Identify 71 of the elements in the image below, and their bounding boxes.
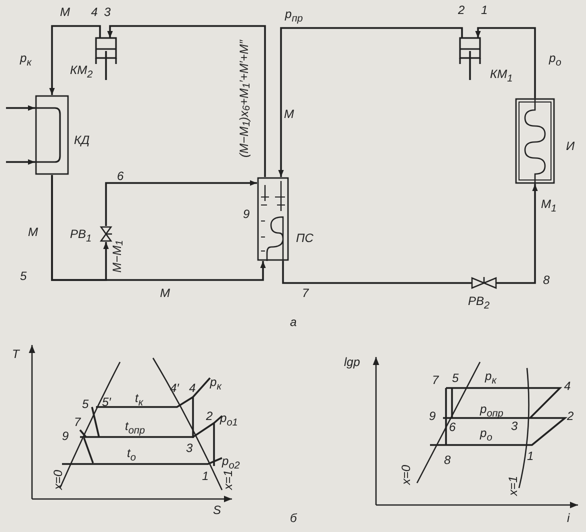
diagram-label: p$_{к}$ [210,376,222,394]
diagram-label: 3 [186,442,193,455]
diagram-label: x=0 [400,465,413,485]
diagram-label: 5 [452,372,459,385]
diagram-label: lgp [344,356,360,369]
diagram-label: 9 [429,410,436,423]
pipe-arrow [105,180,257,226]
point-number: 9 [243,208,250,221]
diagram-label: 2 [458,4,465,17]
diagram-label: 4′ [170,382,179,395]
diagram-label: T [12,348,20,361]
diagram-label: t$_{о}$ [127,447,136,464]
component-label: И [566,140,575,153]
diagram-label: а [290,316,297,329]
diagram-label: p$_{о}$ [480,427,492,444]
diagram-label: M [60,6,70,19]
diagram-label: 3 [511,420,518,433]
diagram-label: 3 [104,6,111,19]
diagram-label: 1 [481,4,488,17]
pipe-arrow [496,184,538,284]
diagram-label: 6 [117,170,124,183]
diagram-label: x=1 [222,470,235,490]
pipe-arrow [278,27,463,177]
pipe-arrow [6,105,35,111]
diagram-label: x=0 [52,470,65,490]
component-label: КД [74,134,90,147]
diagram-label: S [213,504,222,517]
diagram-label: 1 [527,450,534,463]
pipe-arrow [49,25,101,95]
diagram-label: p$_{о1}$ [220,412,238,430]
diagram-label: 2 [567,410,574,423]
diagram-label: 2 [206,410,213,423]
diagram-label: p$_{пр}$ [285,8,303,26]
diagram-label: M [160,287,170,300]
pipe-arrow [475,27,536,98]
diagram-label: 4 [564,380,571,393]
diagram-label: 8 [543,274,550,287]
diagram-label: t$_{опр}$ [125,420,145,438]
diagram-label: M$_{1}$ [541,198,557,216]
diagram-label: 4 [91,6,98,19]
diagram-label: M [28,226,38,239]
pipe-arrow [6,159,35,165]
component-label: КМ$_{2}$ [70,64,93,82]
diagram-label: 4 [189,382,196,395]
component-label: РВ$_{2}$ [468,295,490,312]
diagram-label: p$_{о2}$ [222,455,240,472]
diagram-label: 5′ [102,396,111,409]
diagram-label: 6 [449,421,456,434]
diagram-label: 7 [302,287,309,300]
diagram-label: p$_{опр}$ [480,403,504,420]
component-label: КМ$_{1}$ [490,68,513,86]
diagram-label: 8 [444,454,451,467]
diagram-label: 7 [432,374,439,387]
diagram-label: 7 [74,416,81,429]
diagram-label: p$_{о}$ [549,52,562,70]
pipe-line [282,261,472,284]
diagram-label: i [567,512,570,525]
diagram-label: 9 [62,430,69,443]
diagram-label: p$_{к}$ [485,370,496,388]
diagram-label: 5 [82,398,89,411]
diagram-label: M [284,108,294,121]
pipe-arrow [51,175,109,281]
diagram-label: t$_{к}$ [135,392,144,410]
component-label: РВ$_{1}$ [70,228,92,246]
diagram-label: 5 [20,270,27,283]
component-label: ПС [296,232,314,245]
pipe-arrow [107,25,266,177]
diagram-label: б [290,512,297,525]
diagram-label: p$_{к}$ [20,52,32,70]
diagram-label: 1 [202,470,209,483]
diagram-label: x=1 [507,476,520,496]
